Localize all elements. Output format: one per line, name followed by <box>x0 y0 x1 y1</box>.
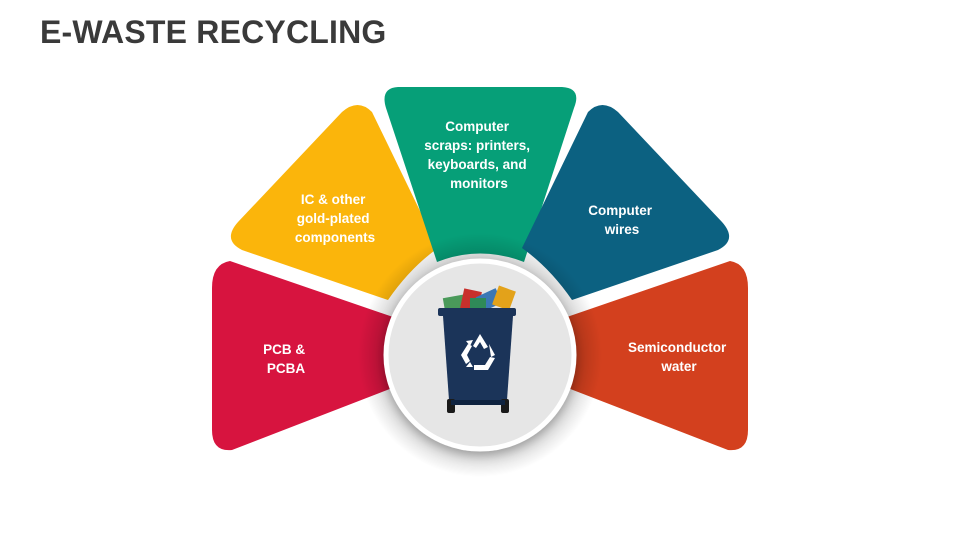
segment-scraps: Computer scraps: printers, keyboards, an… <box>384 87 577 262</box>
segment-scraps-label: Computer scraps: printers, keyboards, an… <box>424 119 534 191</box>
recycle-bin-icon <box>438 285 516 413</box>
segment-ic: IC & other gold-plated components <box>230 105 438 300</box>
segment-pcb: PCB & PCBA <box>212 261 404 451</box>
segment-wires-label: Computer wires <box>588 203 656 237</box>
segment-pcb-shape <box>212 261 404 451</box>
segment-semi: Semiconductor water <box>556 261 748 451</box>
recycle-symbol-icon <box>461 334 495 370</box>
segment-wires-shape <box>522 105 730 300</box>
center-hub <box>383 258 577 452</box>
segment-ic-label: IC & other gold-plated components <box>295 192 375 245</box>
segment-scraps-shape <box>384 87 577 262</box>
segment-semi-shape <box>556 261 748 451</box>
segment-ic-shape <box>230 105 438 300</box>
segment-semi-label: Semiconductor water <box>628 340 730 374</box>
segment-pcb-label: PCB & PCBA <box>263 342 309 376</box>
page-title: E-WASTE RECYCLING <box>40 14 387 50</box>
segment-wires: Computer wires <box>522 105 730 300</box>
